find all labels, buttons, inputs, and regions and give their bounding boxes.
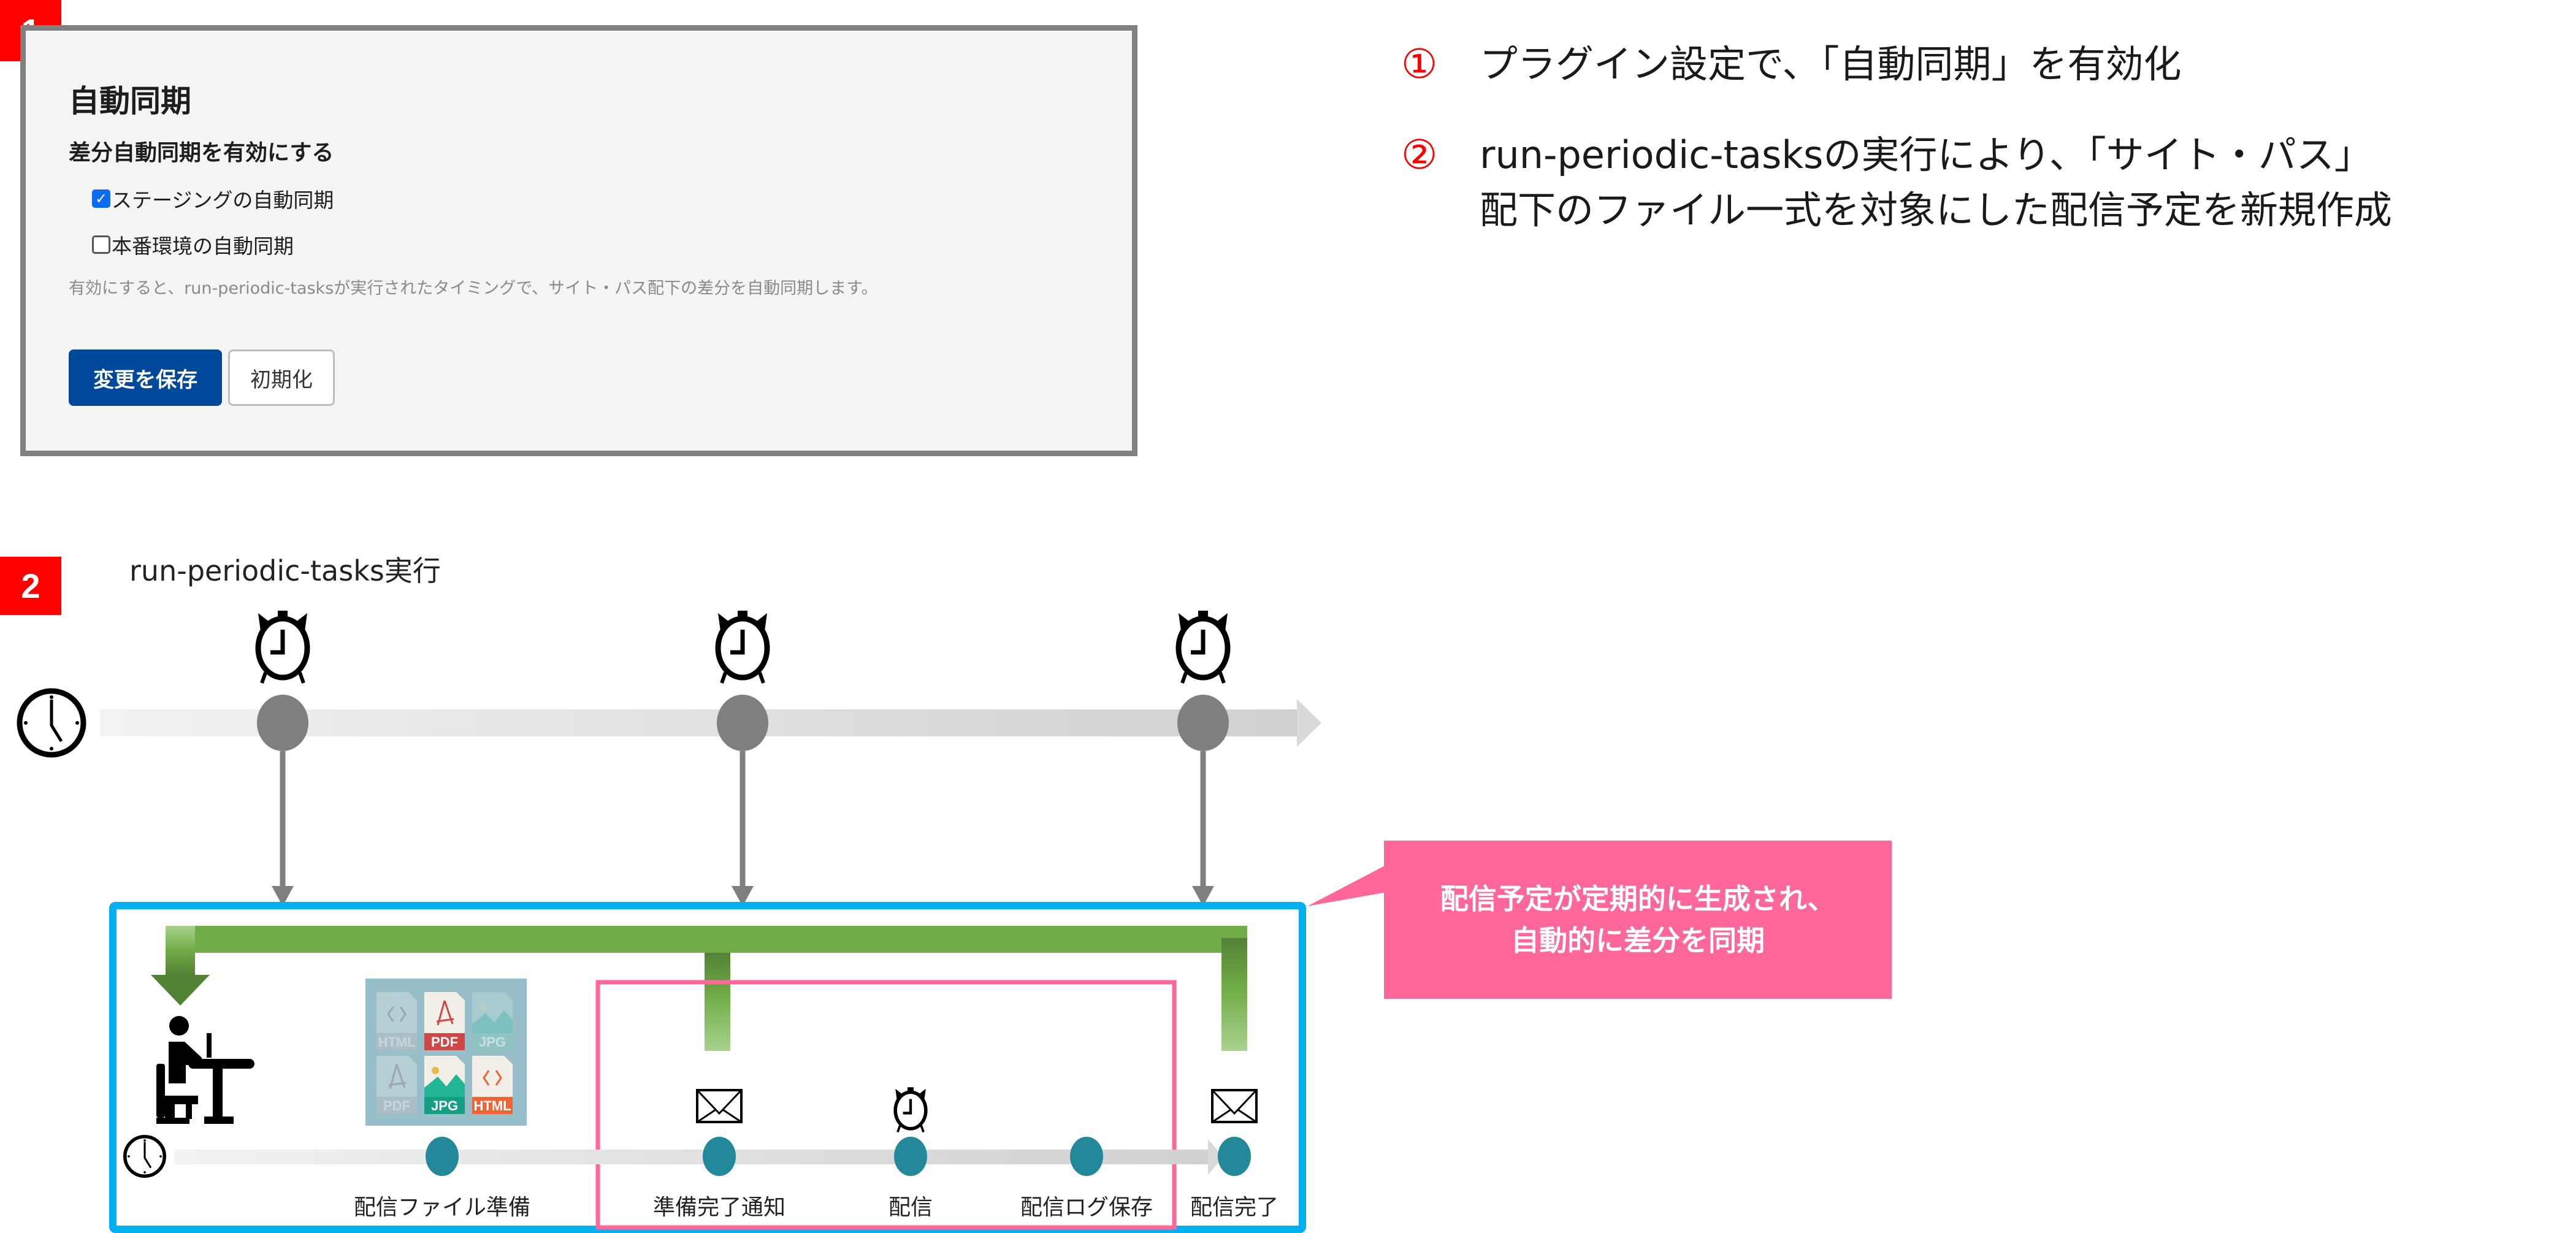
step-badge-2: 2 <box>0 557 61 615</box>
file-tile-pdf: PDF <box>424 992 465 1050</box>
file-tile-pdf: PDF <box>376 1056 417 1114</box>
file-tile-html: HTML <box>472 1056 513 1114</box>
envelope-icon <box>696 1089 743 1123</box>
bottom-timeline-bar <box>175 1150 1211 1164</box>
file-tile-jpg: JPG <box>424 1056 465 1114</box>
panel-subtitle: 差分自動同期を有効にする <box>69 140 334 166</box>
pipeline-step-dot <box>1218 1137 1251 1176</box>
callout-line-2: 自動的に差分を同期 <box>1511 924 1765 957</box>
step-descriptions: ① プラグイン設定で、「自動同期」を有効化 ② run-periodic-tas… <box>1401 37 2392 273</box>
step-number-1: ① <box>1401 40 1438 88</box>
pipeline-step-dot <box>703 1137 736 1176</box>
bottom-timeline <box>125 1087 1258 1176</box>
production-auto-sync-checkbox[interactable] <box>92 235 110 254</box>
alarm-clock-icon <box>1179 611 1228 683</box>
step-2-line-2: 配下のファイル一式を対象にした配信予定を新規作成 <box>1480 188 2393 232</box>
pipeline-step-dot <box>426 1137 459 1176</box>
run-event-arrowhead <box>272 886 294 906</box>
run-event-arrowhead <box>732 886 754 906</box>
step-1: ① プラグイン設定で、「自動同期」を有効化 <box>1401 37 2392 92</box>
top-timeline <box>20 611 1321 906</box>
green-loop-shaft <box>166 926 195 975</box>
auto-sync-settings-panel: 自動同期 差分自動同期を有効にする ✓ ステージングの自動同期 本番環境の自動同… <box>20 25 1137 456</box>
file-tile-html: HTML <box>376 992 417 1050</box>
pipeline-step-label: 準備完了通知 <box>652 1195 786 1220</box>
panel-title: 自動同期 <box>69 83 191 119</box>
clock-icon <box>125 1137 164 1176</box>
green-loop-arrowhead <box>151 975 210 1006</box>
file-tile-label: HTML <box>473 1098 511 1113</box>
green-loop-arrow <box>151 926 1247 1051</box>
top-timeline-arrowhead <box>1297 699 1321 747</box>
help-text: 有効にすると、run-periodic-tasksが実行されたタイミングで、サイ… <box>69 279 878 298</box>
file-tile-label: PDF <box>383 1098 410 1113</box>
run-event-dot <box>717 695 768 751</box>
delivery-process-frame <box>595 980 1177 1230</box>
alarm-clock-icon <box>258 611 307 683</box>
run-event-dot <box>1177 695 1229 751</box>
step-number-2: ② <box>1401 131 1438 178</box>
green-stub-1 <box>705 953 730 1051</box>
staging-auto-sync-checkbox[interactable]: ✓ <box>92 189 110 208</box>
run-event-dot <box>257 695 308 751</box>
save-changes-button[interactable]: 変更を保存 <box>69 349 222 406</box>
files-icon: HTML PDF JPG PDF JPG HTML <box>365 979 527 1126</box>
pipeline-step-label: 配信ファイル準備 <box>353 1195 531 1220</box>
pipeline-step-label: 配信ログ保存 <box>1020 1195 1153 1220</box>
person-at-desk-icon <box>156 1016 254 1124</box>
alarm-clock-icon <box>895 1087 926 1132</box>
production-auto-sync-label[interactable]: 本番環境の自動同期 <box>112 234 294 258</box>
green-loop-bar <box>166 926 1247 953</box>
alarm-clock-icon <box>718 611 767 683</box>
file-tile-label: PDF <box>431 1034 458 1050</box>
step-2: ② run-periodic-tasksの実行により、「サイト・パス」 配下のフ… <box>1401 128 2392 238</box>
file-tile-label: JPG <box>479 1034 506 1050</box>
clock-icon <box>20 691 83 755</box>
callout-line-1: 配信予定が定期的に生成され、 <box>1440 882 1836 915</box>
staging-auto-sync-checkbox-row[interactable]: ✓ ステージングの自動同期 <box>92 184 334 213</box>
pipeline-step-dot <box>1070 1137 1103 1176</box>
envelope-icon <box>1211 1089 1258 1123</box>
pipeline-step-dot <box>894 1137 927 1176</box>
callout-box: 配信予定が定期的に生成され、 自動的に差分を同期 <box>1384 841 1892 999</box>
step-1-line-1: プラグイン設定で、「自動同期」を有効化 <box>1480 42 2182 86</box>
staging-auto-sync-label[interactable]: ステージングの自動同期 <box>112 188 334 212</box>
green-stub-2 <box>1221 938 1247 1051</box>
bottom-timeline-arrowhead <box>1208 1139 1223 1175</box>
pipeline-step-label: 配信完了 <box>1190 1195 1279 1220</box>
file-tile-label: JPG <box>431 1098 458 1113</box>
reset-button[interactable]: 初期化 <box>228 349 335 406</box>
pipeline-step-label: 配信 <box>888 1195 933 1220</box>
production-auto-sync-checkbox-row[interactable]: 本番環境の自動同期 <box>92 230 294 259</box>
callout-pointer <box>1307 865 1387 906</box>
file-tile-label: HTML <box>378 1034 415 1050</box>
run-periodic-tasks-label: run-periodic-tasks実行 <box>129 554 441 587</box>
run-event-arrowhead <box>1192 886 1214 906</box>
step-2-line-1: run-periodic-tasksの実行により、「サイト・パス」 <box>1480 132 2372 177</box>
file-tile-jpg: JPG <box>472 992 513 1050</box>
